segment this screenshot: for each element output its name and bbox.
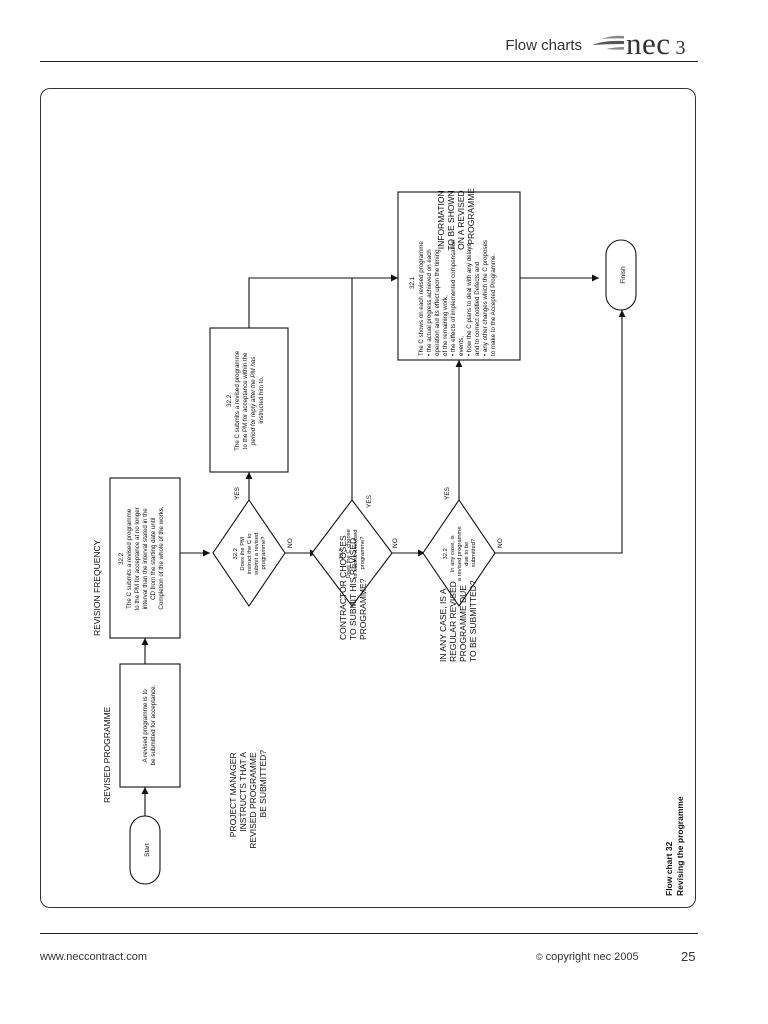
svg-text:A revised programme is to: A revised programme is to be submitted f… bbox=[142, 684, 157, 765]
svg-text:YES: YES bbox=[234, 486, 241, 500]
footer-rule bbox=[40, 933, 698, 934]
svg-text:32.1 The C shows on each: 32.1 The C shows on each revised program… bbox=[409, 238, 497, 356]
copyright-icon: © bbox=[536, 952, 543, 962]
svg-text:32.2 Does the C choose: 32.2 Does the C choose to submit a revis… bbox=[339, 528, 366, 579]
svg-text:YES: YES bbox=[444, 486, 451, 500]
decision-programme-due: 32.2 In any case, is a revised programme… bbox=[422, 486, 504, 607]
svg-text:NO: NO bbox=[497, 538, 504, 548]
caption-title: Revising the programme bbox=[675, 796, 685, 896]
svg-text:NO: NO bbox=[392, 538, 399, 548]
svg-text:Start: Start bbox=[144, 843, 151, 857]
heading-information: INFORMATION TO BE SHOWN ON A REVISED PRO… bbox=[436, 188, 476, 251]
box-pm-period: 32.2 The C submits a revised programme t… bbox=[209, 327, 289, 473]
svg-text:32.2 Does the PM i: 32.2 Does the PM instruct the C to submi… bbox=[233, 531, 267, 575]
svg-text:32.2 In any case, is: 32.2 In any case, is a revised programme… bbox=[443, 525, 477, 581]
connectors bbox=[141, 274, 626, 816]
question-regular-due: IN ANY CASE, IS A REGULAR REVISED PROGRA… bbox=[438, 579, 478, 662]
heading-revised-programme: REVISED PROGRAMME bbox=[102, 706, 112, 803]
decision-c-chooses: 32.2 Does the C choose to submit a revis… bbox=[311, 494, 399, 607]
website-link[interactable]: www.neccontract.com bbox=[40, 951, 147, 963]
decision-pm-instructs: 32.2 Does the PM instruct the C to submi… bbox=[212, 486, 294, 607]
flowchart: Start Finish A revised programme is to b… bbox=[92, 188, 685, 896]
copyright: ©copyright nec 2005 bbox=[536, 951, 639, 963]
question-contractor-chooses: CONTRACTOR CHOOSES TO SUBMIT HIS REVISED… bbox=[338, 533, 368, 640]
box-revision-interval: 32.2 The C submits a revised programme t… bbox=[109, 477, 181, 639]
box-to-be-submitted: A revised programme is to be submitted f… bbox=[119, 663, 181, 788]
flowchart-frame bbox=[40, 88, 696, 908]
start-terminal: Start bbox=[129, 815, 161, 885]
svg-text:NO: NO bbox=[287, 538, 294, 548]
svg-text:YES: YES bbox=[366, 494, 373, 508]
heading-revision-frequency: REVISION FREQUENCY bbox=[92, 539, 102, 636]
question-pm-instructs: PROJECT MANAGER INSTRUCTS THAT A REVISED… bbox=[228, 750, 268, 849]
svg-text:32.2 The C submits a rev: 32.2 The C submits a revised programme t… bbox=[226, 349, 265, 451]
svg-text:32.2 The C submits a rev: 32.2 The C submits a revised programme t… bbox=[118, 506, 165, 611]
header-rule bbox=[40, 61, 698, 62]
finish-terminal: Finish bbox=[605, 239, 637, 311]
svg-text:Finish: Finish bbox=[620, 266, 627, 284]
page-number: 25 bbox=[681, 949, 696, 964]
box-information: 32.1 The C shows on each revised program… bbox=[397, 191, 521, 361]
nec-logo-icon bbox=[592, 35, 624, 50]
caption-number: Flow chart 32 bbox=[664, 841, 674, 896]
section-title: Flow charts bbox=[505, 37, 582, 54]
